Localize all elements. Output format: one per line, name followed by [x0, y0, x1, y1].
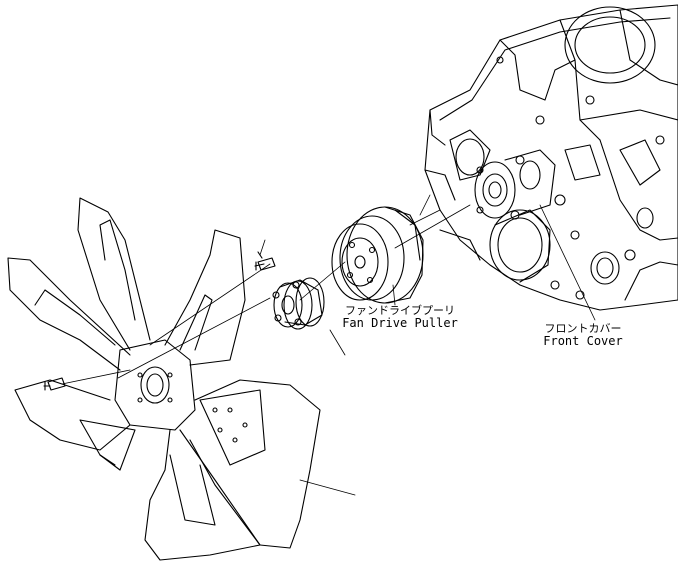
fan-drive-pulley-label-en: Fan Drive Puller — [342, 316, 458, 330]
assembly-lines — [61, 194, 596, 496]
cooling-fan — [7, 197, 321, 561]
front-cover-label-jp: フロントカバー — [544, 322, 622, 335]
front-cover-label-en: Front Cover — [543, 334, 623, 348]
fan-spacer — [272, 277, 325, 330]
fan-drive-pulley-label-jp: ファンドライブプーリ — [345, 304, 455, 317]
bolt-lower — [43, 377, 66, 391]
front-cover — [424, 4, 678, 311]
front-cover-label: フロントカバー Front Cover — [540, 322, 626, 348]
fan-drive-pulley — [331, 206, 424, 304]
fan-drive-pulley-label: ファンドライブプーリ Fan Drive Puller — [340, 304, 460, 330]
